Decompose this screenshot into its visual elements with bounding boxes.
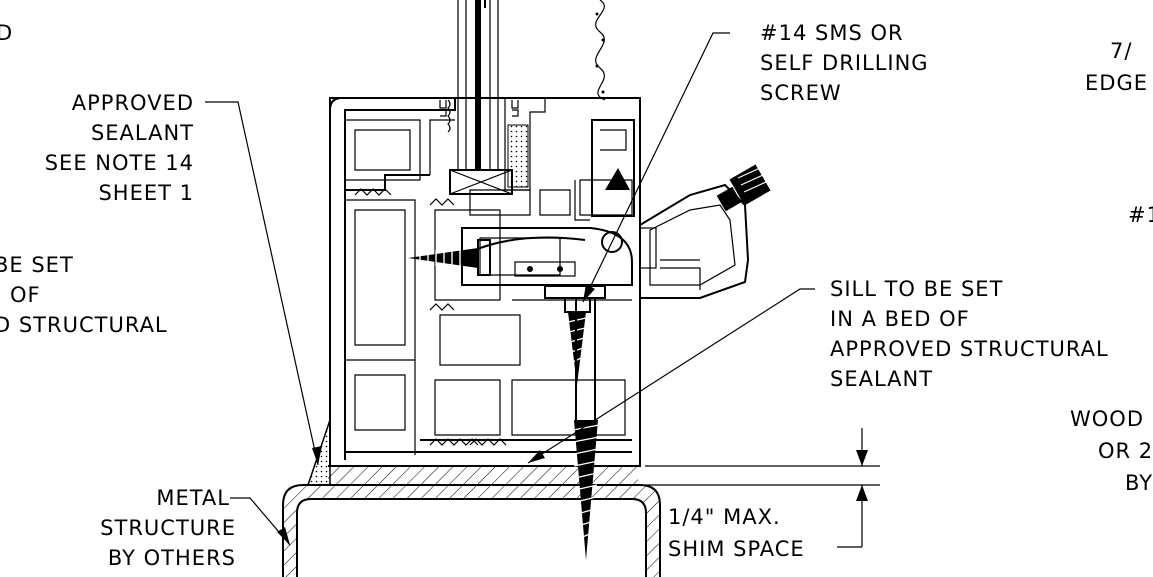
label-line: APPROVED STRUCTURAL <box>830 337 1109 361</box>
label-line: SILL TO BE SET <box>830 277 1003 301</box>
label-line: SHEET 1 <box>98 181 194 205</box>
label-line: METAL <box>156 486 230 510</box>
label-line: SEE NOTE 14 <box>45 151 194 175</box>
break-line <box>595 0 606 101</box>
label-sill-bed: SILL TO BE SET IN A BED OF APPROVED STRU… <box>830 277 1109 391</box>
label-line: SELF DRILLING <box>760 51 929 75</box>
label-line: 1/4" MAX. <box>668 505 781 529</box>
label-line: SEALANT <box>830 367 933 391</box>
label-left-cut: D BE SET OF D STRUCTURAL <box>0 21 168 337</box>
glazing-gasket <box>447 99 451 133</box>
label-line: SHIM SPACE <box>668 537 805 561</box>
anchor-screw <box>572 298 600 560</box>
label-metal-structure: METAL STRUCTURE BY OTHERS <box>100 486 236 570</box>
label-line: BY <box>1125 471 1153 495</box>
label-right-cut: 7/ EDGE #1 WOOD OR 2 BY <box>1070 39 1153 495</box>
break-dots <box>595 12 605 94</box>
sill-frame <box>329 97 641 467</box>
horizontal-screw <box>408 239 491 276</box>
vent-clip <box>574 119 635 221</box>
label-line: 7/ <box>1110 39 1132 63</box>
label-line: STRUCTURE <box>100 516 236 540</box>
glass-pane <box>457 0 499 170</box>
label-sms-screw: #14 SMS OR SELF DRILLING SCREW <box>760 21 929 105</box>
label-line: SEALANT <box>91 121 194 145</box>
glazing-bead <box>439 97 546 191</box>
leader-lines <box>205 32 880 548</box>
metal-structure-tube <box>282 484 661 577</box>
label-line: SCREW <box>760 81 842 105</box>
label-line: BY OTHERS <box>108 546 236 570</box>
label-line: IN A BED OF <box>830 307 970 331</box>
knurled-knob <box>716 164 771 212</box>
label-line: BE SET <box>0 253 74 277</box>
label-line: WOOD <box>1070 407 1144 431</box>
label-line: #1 <box>1128 203 1153 227</box>
label-line: D STRUCTURAL <box>0 313 168 337</box>
label-line: EDGE <box>1085 71 1148 95</box>
label-line: D <box>0 21 13 45</box>
label-approved-sealant: APPROVED SEALANT SEE NOTE 14 SHEET 1 <box>45 91 194 205</box>
keeper-hardware <box>639 164 771 299</box>
label-line: APPROVED <box>72 91 194 115</box>
label-line: #14 SMS OR <box>760 21 904 45</box>
label-line: OF <box>10 283 41 307</box>
lock-mechanism <box>461 227 633 286</box>
label-shim-space: 1/4" MAX. SHIM SPACE <box>668 505 805 561</box>
label-line: OR 2 <box>1098 439 1153 463</box>
